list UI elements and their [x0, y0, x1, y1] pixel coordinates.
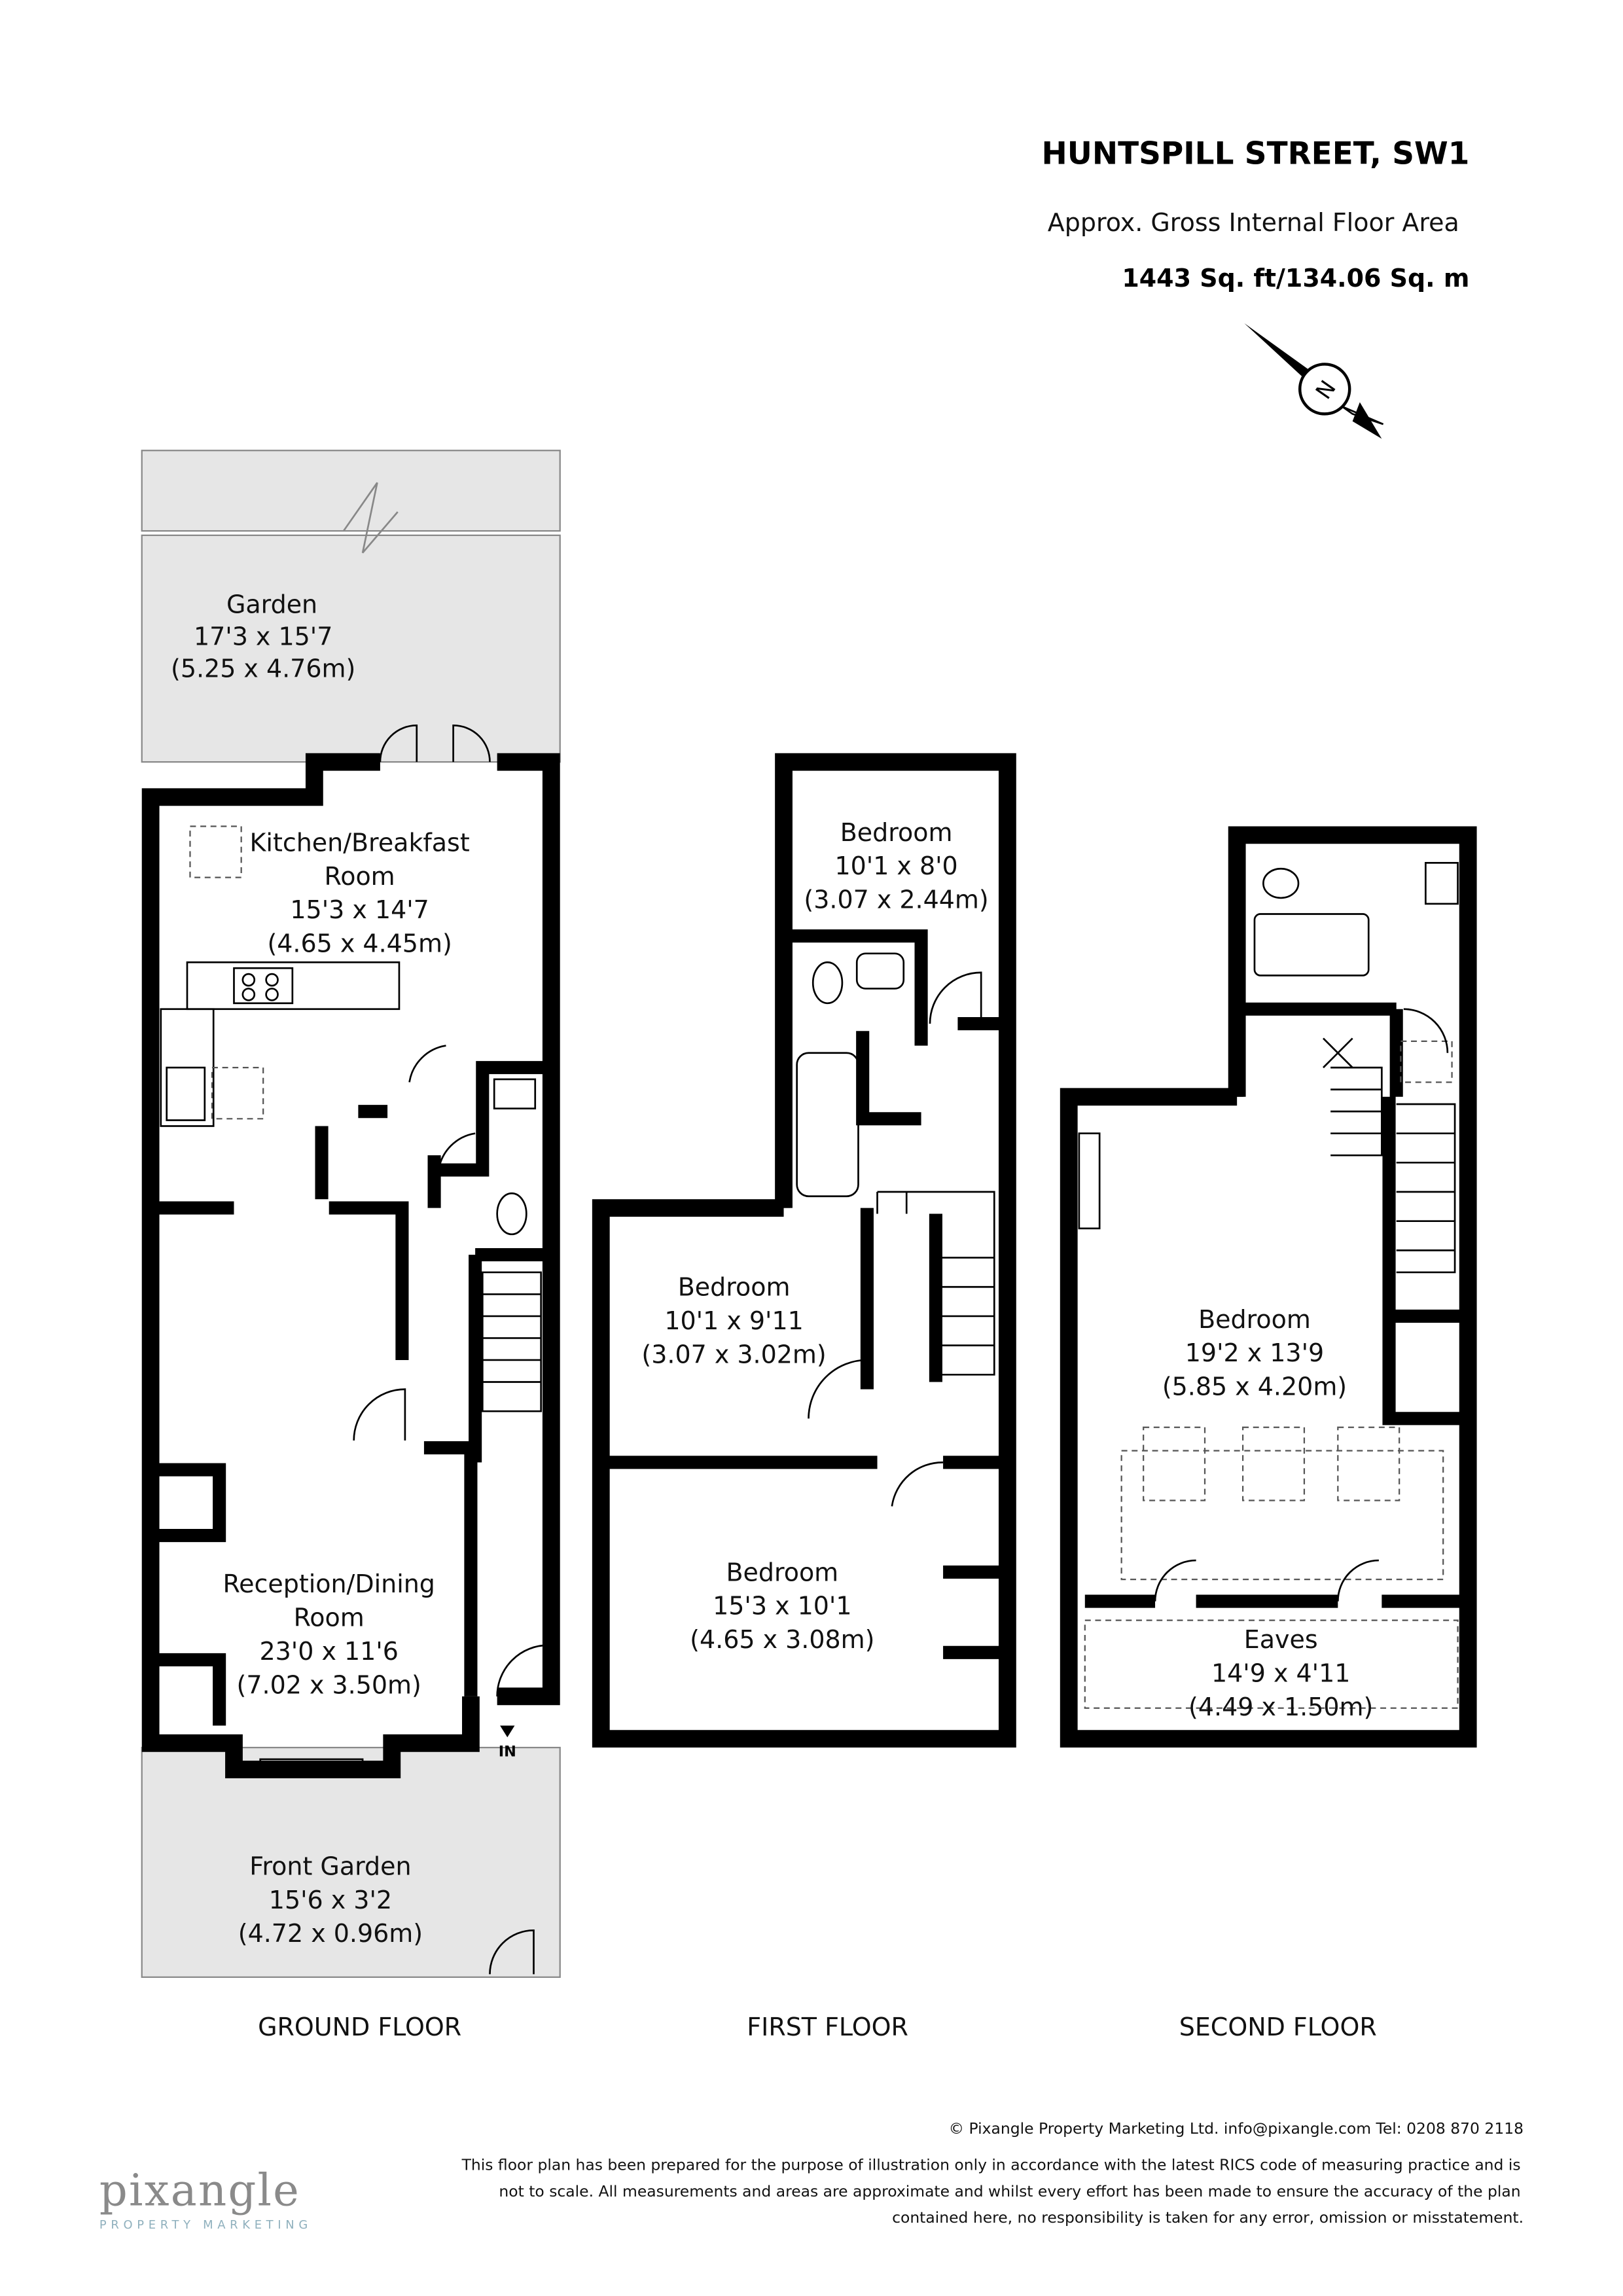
hob-icon — [233, 967, 294, 1005]
room-metric-bedroom-2: (3.07 x 3.02m) — [641, 1340, 826, 1369]
room-name-reception: Reception/Dining — [223, 1570, 435, 1598]
skylight-icon — [1143, 1426, 1206, 1501]
window-icon — [679, 1200, 754, 1213]
door-swing-icon — [353, 1045, 550, 1975]
room-imperial-kitchen: 15'3 x 14'7 — [290, 895, 429, 924]
room-metric-garden: (5.25 x 4.76m) — [171, 655, 355, 683]
basin-icon — [493, 1078, 537, 1110]
room-name-bedroom-3: Bedroom — [726, 1558, 838, 1587]
toilet-icon — [496, 1192, 527, 1236]
room-metric-kitchen: (4.65 x 4.45m) — [267, 929, 452, 958]
skylight-icon — [211, 1066, 264, 1120]
room-metric-reception: (7.02 x 3.50m) — [237, 1670, 421, 1699]
floor-label-second: SECOND FLOOR — [1179, 2013, 1377, 2041]
first-floor-plan: Bedroom 10'1 x 8'0 (3.07 x 2.44m) Bedroo… — [592, 753, 1016, 2041]
stairs-icon — [876, 1191, 995, 1376]
room-imperial-bedroom-2: 10'1 x 9'11 — [664, 1306, 803, 1335]
room-name-kitchen: Kitchen/Breakfast — [250, 828, 470, 857]
skylight-icon — [1337, 1426, 1400, 1501]
disclaimer-line-2: not to scale. All measurements and areas… — [499, 2182, 1520, 2200]
room-metric-front-garden: (4.72 x 0.96m) — [238, 1919, 423, 1948]
room-name-eaves: Eaves — [1244, 1625, 1318, 1654]
basin-icon — [1425, 861, 1459, 905]
window-icon — [1088, 1088, 1207, 1102]
shower-bath-icon — [1253, 913, 1370, 977]
sink-icon — [166, 1066, 206, 1121]
front-garden-area — [141, 1746, 561, 1978]
property-title: HUNTSPILL STREET, SW1 — [1041, 135, 1469, 171]
floor-label-ground: GROUND FLOOR — [258, 2013, 461, 2041]
logo-tagline: PROPERTY MARKETING — [99, 2218, 312, 2232]
room-imperial-bedroom-4: 19'2 x 13'9 — [1185, 1338, 1324, 1367]
eaves-restricted-area — [1120, 1450, 1444, 1581]
window-icon — [1304, 827, 1365, 840]
disclaimer-line-3: contained here, no responsibility is tak… — [892, 2208, 1524, 2227]
stairs-icon — [481, 1271, 543, 1412]
first-outer-walls — [592, 753, 1016, 1748]
french-doors-icon — [379, 724, 491, 762]
room-imperial-garden: 17'3 x 15'7 — [194, 622, 332, 651]
copyright-text: © Pixangle Property Marketing Ltd. info@… — [949, 2119, 1524, 2138]
garden-area — [141, 534, 561, 763]
disclaimer-line-1: This floor plan has been prepared for th… — [461, 2156, 1521, 2174]
room-imperial-bedroom-3: 15'3 x 10'1 — [713, 1592, 851, 1621]
pixangle-logo: pixangle PROPERTY MARKETING — [99, 2164, 312, 2232]
ground-internal-walls — [151, 1061, 552, 1696]
window-icon — [167, 789, 301, 802]
second-internal-walls — [1084, 1002, 1469, 1608]
room-name-garden: Garden — [226, 590, 317, 619]
room-name-bedroom-4: Bedroom — [1198, 1305, 1311, 1334]
window-icon — [854, 753, 915, 768]
room-imperial-eaves: 14'9 x 4'11 — [1211, 1659, 1350, 1687]
total-area: 1443 Sq. ft/134.06 Sq. m — [1122, 264, 1469, 293]
window-icon — [847, 1731, 937, 1744]
room-name-bedroom-2: Bedroom — [678, 1273, 791, 1302]
first-internal-walls — [601, 929, 1008, 1659]
room-imperial-reception: 23'0 x 11'6 — [259, 1637, 398, 1666]
bath-icon — [796, 1052, 859, 1198]
skylight-icon — [1400, 1040, 1453, 1083]
entrance-arrow-icon — [500, 1725, 515, 1738]
room-metric-bedroom-4: (5.85 x 4.20m) — [1162, 1372, 1347, 1401]
fitted-unit — [1078, 1132, 1101, 1230]
room-imperial-front-garden: 15'6 x 3'2 — [269, 1886, 392, 1914]
area-subtitle: Approx. Gross Internal Floor Area — [1048, 208, 1459, 237]
basin-icon — [855, 952, 905, 990]
room-name-front-garden: Front Garden — [249, 1852, 411, 1880]
entrance-label: IN — [499, 1743, 516, 1760]
second-floor-plan: Bedroom 19'2 x 13'9 (5.85 x 4.20m) Eaves… — [1060, 826, 1477, 2041]
toilet-icon — [812, 961, 844, 1005]
skylight-icon — [1241, 1426, 1306, 1501]
eaves-restricted-area — [1084, 1619, 1459, 1709]
room-name-kitchen-2: Room — [325, 862, 395, 891]
window-icon — [259, 1758, 364, 1772]
garden-far-area — [141, 450, 561, 532]
room-imperial-bedroom-1: 10'1 x 8'0 — [834, 852, 957, 880]
kitchen-counter — [186, 961, 401, 1011]
stairs-icon — [1330, 1066, 1456, 1274]
door-swing-icon — [1154, 1008, 1449, 1602]
room-name-reception-2: Room — [294, 1604, 365, 1632]
room-name-bedroom-1: Bedroom — [840, 818, 953, 847]
ground-outer-walls — [141, 753, 560, 1778]
logo-wordmark: pixangle — [99, 2164, 300, 2215]
room-metric-eaves: (4.49 x 1.50m) — [1188, 1693, 1373, 1721]
compass-icon: N — [1244, 323, 1384, 439]
ground-floor-plan: Garden 17'3 x 15'7 (5.25 x 4.76m) Kitche… — [141, 450, 561, 2041]
floor-label-first: FIRST FLOOR — [747, 2013, 908, 2041]
room-metric-bedroom-3: (4.65 x 3.08m) — [690, 1625, 874, 1654]
room-metric-bedroom-1: (3.07 x 2.44m) — [804, 886, 988, 914]
skylight-icon — [189, 825, 242, 878]
alcove-cupboards — [151, 1463, 226, 1726]
door-swing-icon — [808, 971, 982, 1507]
second-outer-walls — [1060, 826, 1477, 1748]
window-icon — [657, 1731, 754, 1744]
break-line-icon — [342, 482, 399, 554]
toilet-icon — [1262, 867, 1300, 899]
